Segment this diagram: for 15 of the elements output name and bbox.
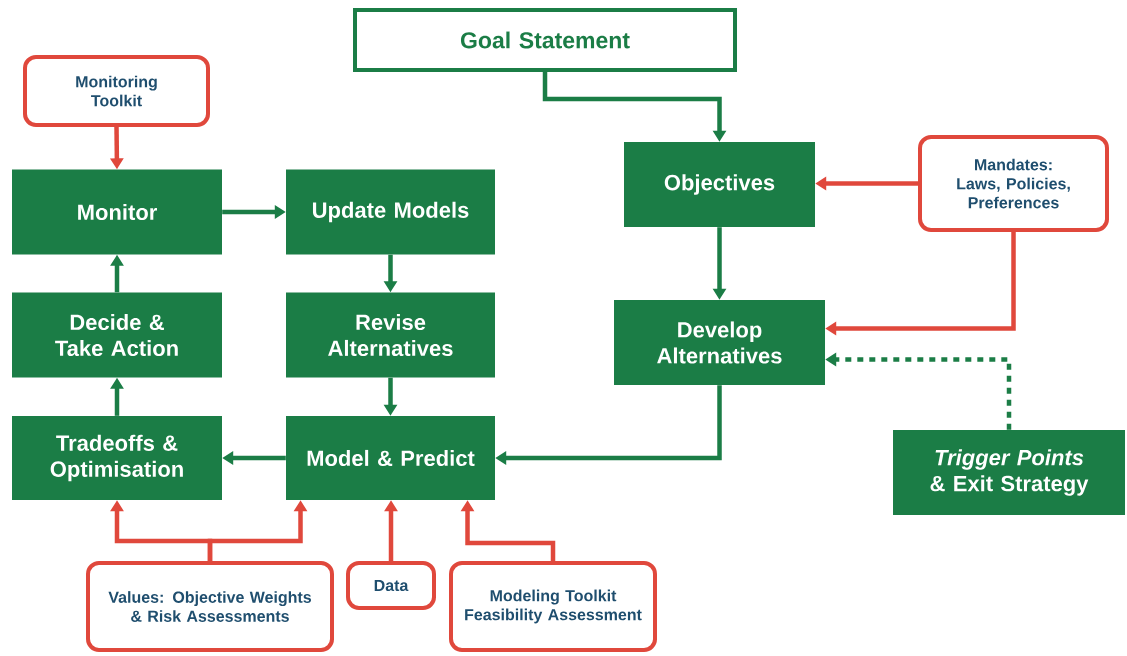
process-box: Update Models xyxy=(286,169,495,255)
process-box: Tradeoffs & Optimisation xyxy=(12,416,222,500)
process-box: Revise Alternatives xyxy=(286,292,495,378)
input-box: Data xyxy=(346,561,436,610)
input-box: Values: Objective Weights & Risk Assessments xyxy=(86,561,334,652)
input-box: Monitoring Toolkit xyxy=(23,55,210,127)
process-box: Model & Predict xyxy=(286,416,495,500)
goal-box: Goal Statement xyxy=(353,8,737,72)
process-box: Develop Alternatives xyxy=(614,300,825,385)
process-box: Objectives xyxy=(624,142,815,227)
process-box: Monitor xyxy=(12,169,222,255)
input-box: Mandates: Laws, Policies, Preferences xyxy=(918,135,1109,232)
input-box: Modeling Toolkit Feasibility Assessment xyxy=(449,561,657,652)
process-box: Decide & Take Action xyxy=(12,292,222,378)
process-box: Trigger Points & Exit Strategy xyxy=(893,430,1125,515)
